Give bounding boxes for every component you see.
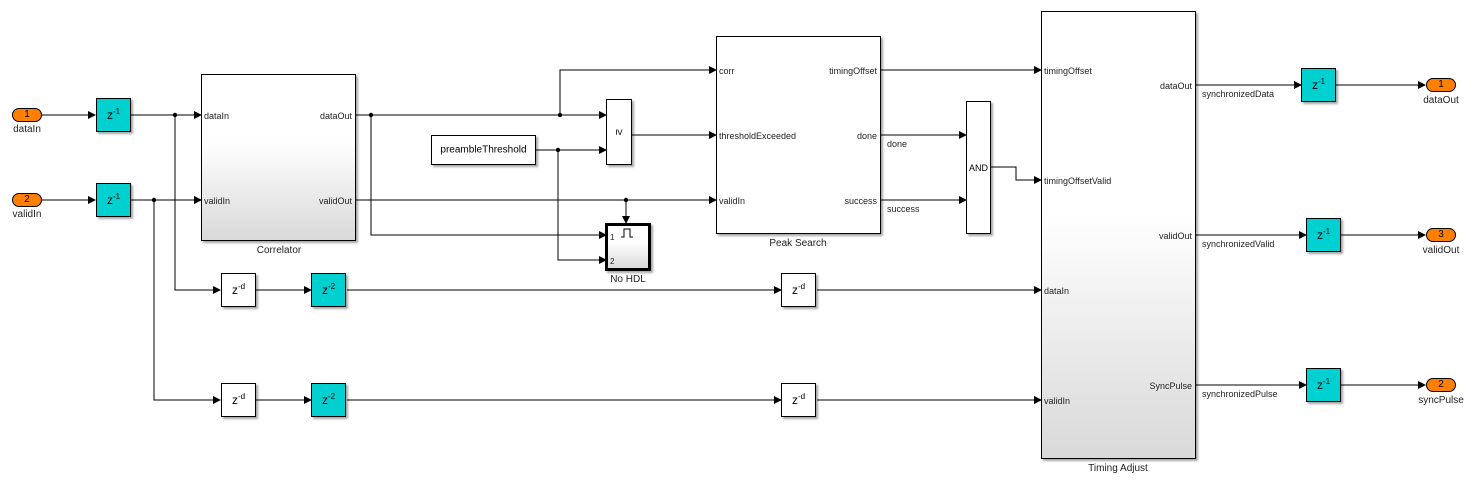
unit-delay-block[interactable]: z-1: [96, 98, 131, 132]
wire: [559, 66, 717, 115]
signal-label: synchronizedValid: [1202, 239, 1275, 249]
block-name: No HDL: [610, 274, 646, 285]
delay-label: z-1: [1316, 227, 1331, 243]
variable-delay-block[interactable]: z-d: [221, 273, 256, 307]
wire: [153, 200, 221, 404]
delay-label: z-d: [791, 392, 806, 408]
outport-validOut[interactable]: 3: [1426, 228, 1456, 242]
delay-label: z-1: [106, 107, 121, 123]
signal-label: synchronizedPulse: [1202, 389, 1278, 399]
port-label: thresholdExceeded: [719, 131, 797, 141]
delay-label: z-2: [321, 392, 336, 408]
pulse-icon: [621, 228, 633, 238]
correlator-subsystem[interactable]: dataIn validIn dataOut validOut: [201, 74, 356, 241]
constant-value: preambleThreshold: [440, 144, 527, 156]
delay-label: z-1: [1311, 77, 1326, 93]
signal-label: done: [887, 139, 908, 149]
port-label: validIn: [719, 196, 746, 206]
compare-symbol: ≥: [613, 128, 625, 136]
port-label: timingOffsetValid: [1044, 176, 1112, 186]
block-name: Timing Adjust: [1088, 463, 1148, 474]
branch-point: [151, 197, 157, 203]
wire: [557, 150, 607, 264]
delay-label: z-d: [231, 392, 246, 408]
signal-label: synchronizedData: [1202, 89, 1275, 99]
variable-delay-block[interactable]: z-d: [781, 273, 816, 307]
delay-label: z-d: [231, 282, 246, 298]
outport-name: validOut: [1422, 245, 1460, 256]
compare-block[interactable]: ≥: [606, 99, 632, 165]
outport-syncPulse[interactable]: 2: [1426, 378, 1456, 392]
port-label: timingOffset: [1044, 66, 1092, 76]
peak-search-subsystem[interactable]: corr thresholdExceeded validIn timingOff…: [716, 36, 881, 234]
branch-point: [623, 197, 629, 203]
variable-delay-block[interactable]: z-d: [781, 383, 816, 417]
wire: [174, 115, 221, 294]
unit-delay-block[interactable]: z-1: [1306, 218, 1341, 252]
block-name: Correlator: [256, 245, 302, 256]
unit-delay-block[interactable]: z-1: [1306, 368, 1341, 402]
port-label: dataIn: [1044, 286, 1070, 296]
port-label: validOut: [318, 196, 352, 206]
inport-name: validIn: [12, 209, 42, 220]
delay-label: z-d: [791, 282, 806, 298]
nohdl-block[interactable]: 1 2: [605, 223, 651, 271]
inport-dataIn[interactable]: 1: [12, 108, 42, 122]
branch-point: [555, 147, 561, 153]
inport-validIn[interactable]: 2: [12, 193, 42, 207]
port-label: SyncPulse: [1149, 381, 1192, 391]
port-label: done: [856, 131, 877, 141]
port-label: corr: [719, 66, 735, 76]
port-label: validOut: [1158, 231, 1192, 241]
delay-label: z-2: [321, 282, 336, 298]
branch-point: [557, 112, 563, 118]
port-label: 1: [610, 233, 615, 242]
variable-delay-block[interactable]: z-d: [221, 383, 256, 417]
unit-delay-block[interactable]: z-1: [96, 183, 131, 217]
outport-dataOut[interactable]: 1: [1426, 78, 1456, 92]
outport-name: dataOut: [1423, 95, 1459, 106]
port-label: dataOut: [1159, 81, 1192, 91]
port-label: validIn: [204, 196, 231, 206]
port-label: dataIn: [204, 111, 230, 121]
constant-block[interactable]: preambleThreshold: [431, 135, 536, 165]
delay-2-block[interactable]: z-2: [311, 383, 346, 417]
branch-point: [368, 112, 374, 118]
and-gate-block[interactable]: AND: [966, 101, 991, 234]
delay-label: z-1: [106, 192, 121, 208]
port-label: timingOffset: [829, 66, 877, 76]
delay-2-block[interactable]: z-2: [311, 273, 346, 307]
delay-label: z-1: [1316, 377, 1331, 393]
branch-point: [172, 112, 178, 118]
wire: [370, 115, 607, 239]
inport-name: dataIn: [13, 124, 41, 135]
wire: [991, 166, 1042, 184]
port-label: dataOut: [319, 111, 352, 121]
timing-adjust-subsystem[interactable]: timingOffset timingOffsetValid dataIn va…: [1041, 11, 1196, 459]
signal-label: success: [887, 204, 920, 214]
and-label: AND: [968, 162, 988, 173]
port-label: 2: [610, 257, 615, 266]
unit-delay-block[interactable]: z-1: [1301, 68, 1336, 102]
port-label: success: [844, 196, 877, 206]
block-name: Peak Search: [769, 238, 827, 249]
outport-name: syncPulse: [1418, 395, 1464, 406]
port-label: validIn: [1044, 396, 1071, 406]
